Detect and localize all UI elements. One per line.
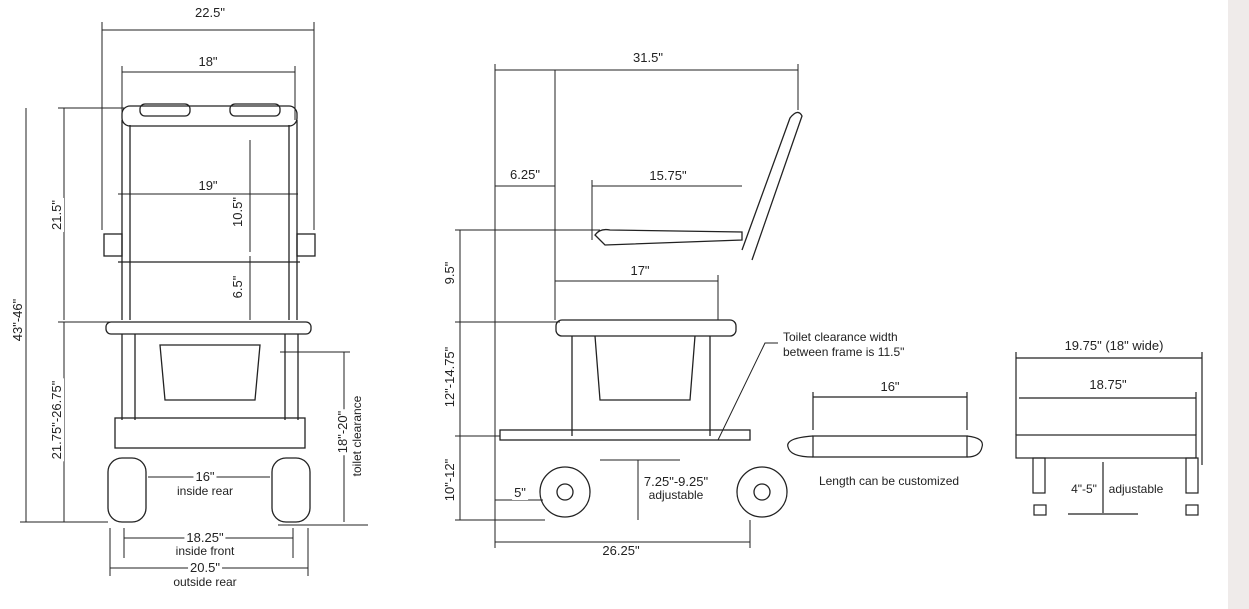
footrest-leg-height: 4"-5"	[1069, 482, 1099, 496]
side-dimensions	[455, 64, 799, 548]
footrest-note: Length can be customized	[816, 474, 962, 488]
front-inside-rear-label: inside rear	[174, 484, 236, 498]
front-chair-drawing	[103, 103, 316, 523]
side-armrest-length: 15.75"	[647, 168, 689, 183]
footrest-leg-label: adjustable	[1106, 482, 1166, 496]
side-footrest-offset: 5"	[512, 485, 528, 500]
side-seat-depth: 17"	[628, 263, 652, 278]
front-seat-width: 18"	[196, 54, 220, 69]
front-outside-rear: 20.5"	[188, 560, 222, 575]
front-inside-front: 18.25"	[184, 530, 226, 545]
front-armrest-width: 19"	[196, 178, 220, 193]
footrest-inner: 18.75"	[1087, 377, 1129, 392]
front-toilet-clearance: 18"-20"	[335, 408, 350, 456]
front-inside-front-label: inside front	[173, 544, 237, 558]
front-overall-height: 43"-46"	[10, 296, 25, 344]
footrest-overall: 19.75" (18" wide)	[1062, 338, 1166, 353]
footrest-top-drawing	[787, 392, 984, 458]
front-seat-height: 21.75"-26.75"	[49, 378, 64, 462]
front-overall-width: 22.5"	[193, 5, 227, 20]
side-footrest-height: 7.25"-9.25"	[641, 474, 711, 489]
side-strip	[1228, 0, 1249, 609]
side-footrest-height-label: adjustable	[646, 488, 706, 502]
side-overall-length: 31.5"	[631, 50, 665, 65]
front-back-height: 21.5"	[49, 198, 64, 232]
side-wheelbase: 26.25"	[600, 543, 642, 558]
side-seat-frame-height: 12"-14.75"	[442, 344, 457, 410]
footrest-length: 16"	[878, 379, 902, 394]
front-outside-rear-label: outside rear	[171, 575, 239, 589]
footrest-side-drawing	[1015, 352, 1203, 516]
side-note-line2: between frame is 11.5"	[781, 345, 907, 359]
front-toilet-clearance-label: toilet clearance	[350, 393, 364, 479]
side-base-height: 10"-12"	[442, 456, 457, 504]
front-inside-rear: 16"	[193, 469, 217, 484]
side-chair-drawing	[499, 111, 803, 518]
front-back-lower: 6.5"	[230, 273, 245, 301]
side-handle-offset: 6.25"	[508, 167, 542, 182]
side-arm-height: 9.5"	[442, 259, 457, 287]
side-note-line1: Toilet clearance width	[781, 330, 900, 344]
front-back-upper: 10.5"	[230, 195, 245, 229]
